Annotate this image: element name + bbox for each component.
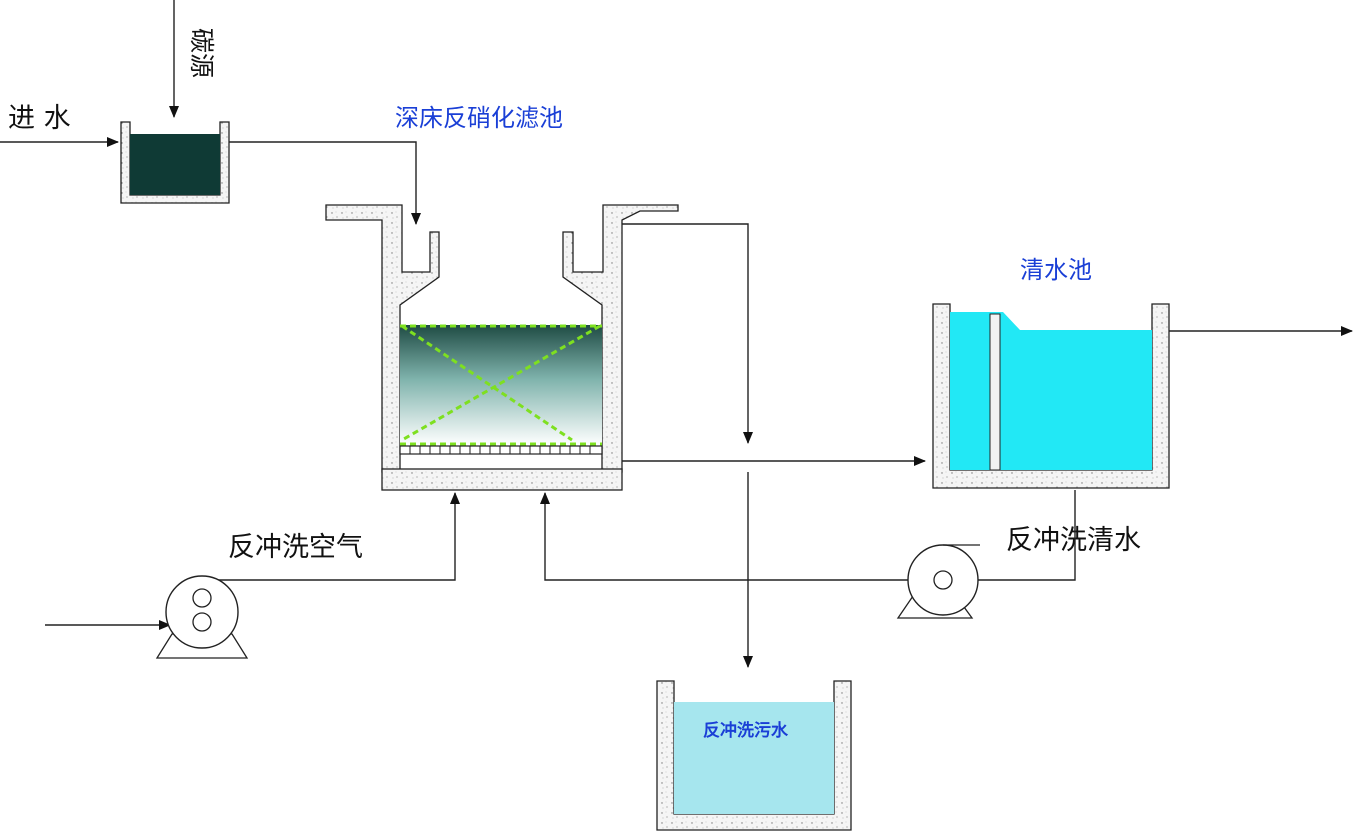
backwash-clear-water-label: 反冲洗清水 <box>1006 525 1141 556</box>
backwash-air-label: 反冲洗空气 <box>228 532 363 563</box>
backwash-water-suction <box>978 490 1076 581</box>
trough-drain-line <box>622 223 753 444</box>
filter-media <box>400 325 602 445</box>
blower-icon <box>155 575 249 659</box>
feed-line <box>229 141 421 225</box>
backwash-wastewater-label: 反冲洗污水 <box>703 720 789 741</box>
media-mesh <box>400 324 602 446</box>
denitrification-filter <box>325 204 679 491</box>
baffle-wall <box>989 313 1001 471</box>
wastewater-fill <box>674 702 834 814</box>
wastewater-tank <box>656 680 852 831</box>
clear-tank-title: 清水池 <box>1020 256 1092 284</box>
backwash-water-line <box>540 492 912 581</box>
pump-icon <box>896 544 980 619</box>
dosing-tank <box>120 121 230 204</box>
backwash-air-line <box>202 492 460 581</box>
inlet-water-label: 进 水 <box>8 103 71 134</box>
dosing-liquid <box>130 134 220 195</box>
clear-water-fill <box>950 312 1152 470</box>
nozzles <box>409 446 591 454</box>
underdrain-plate <box>399 445 603 455</box>
carbon-source-label: 碳源 <box>187 28 216 78</box>
clear-water-tank <box>932 303 1170 489</box>
filter-title: 深床反硝化滤池 <box>395 104 563 132</box>
